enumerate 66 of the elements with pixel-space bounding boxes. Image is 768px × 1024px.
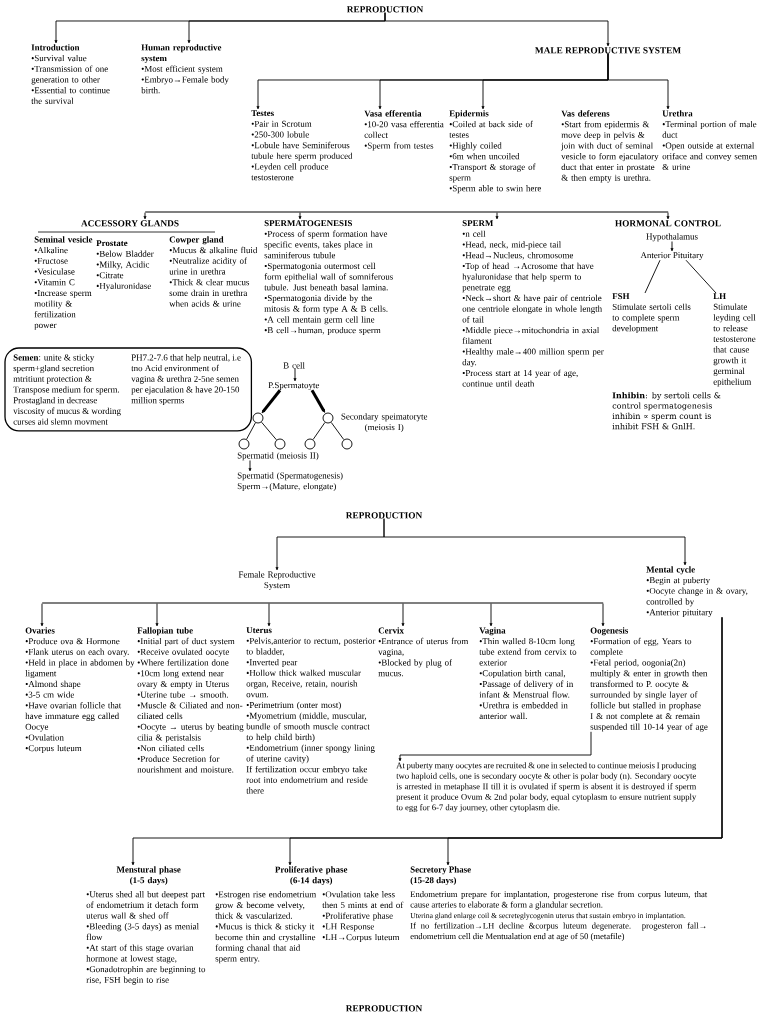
label-text: Spermatid (meiosis II): [237, 452, 319, 461]
arrow: [607, 53, 670, 110]
bulleted-text: Seminal vesicle •Alkaline •Fructose •Vesiculase •Vitamin C •Increase sperm motility & fertilization power: [34, 236, 93, 330]
arrow: [495, 212, 499, 220]
phase-text: Menstural phase (1-5 days) •Uterus shed all but deepest part of endometrium it detach form uterus wall & shed off •Bleeding (3-5 days) as menial flow •At start of this stage ovarian hormone at lowest stage, •Gonadotrophin are beginning to rise, FSH begin to rise: [86, 866, 206, 985]
heading: REPRODUCTION: [346, 6, 424, 13]
label-text: Spermatid (Spermatogenesis) Sperm→(Mature, elongate): [237, 472, 343, 491]
arrow: [383, 518, 687, 566]
rounded-box: Semen: unite & sticky sperm+gland secretion mtritiunt protection & Transpose medium for sperm. Prostagland in decrease viscosity of mucus & wording curses aid slemn movment PH7.2-7.6 that help neutral, i.e tno Acid environment of vagina & urethra 2-5ne semen per ejaculation & have 20-150 million sperms: [4, 347, 253, 432]
arrow: [298, 212, 302, 220]
bulleted-text: Human reproductive system •Most efficient system •Embryo→Female body birth.: [141, 44, 229, 94]
bulleted-text: Introduction •Survival value •Transmission of one generation to other •Essential to continue the survival: [31, 44, 110, 104]
bulleted-text: LH Stimulate leyding cell to release testosterone that cause growth it germinal epithelium: [713, 293, 756, 387]
label-text: B cell: [283, 362, 305, 369]
heading: REPRODUCTION: [345, 1005, 423, 1012]
arrow: [293, 368, 297, 382]
paragraph-text: At puberty many oocytes are recruited & one in selected to continue meiosis I producing two haploid cells, one is secondary oocyte & other is polar body (n). Secondary oocyte is arrested in metaphase II till it is ovulated if sperm is absent it is destroyed if sperm present it produce Ovum & 2nd polar body, equal cytoplasm to ensure nutrient supply to egg for 6-7 day journey, other cytoplasm die.: [396, 762, 697, 813]
connector-line: [246, 422, 256, 440]
connector-line: [685, 259, 717, 294]
arrow: [398, 731, 592, 762]
bulleted-text: Mental cycle •Begin at puberty •Oocyte change in & ovary, controlled by •Anterior pituitary: [646, 566, 748, 618]
heading: HORMONAL CONTROL: [615, 220, 721, 227]
arrow: [248, 460, 252, 472]
bulleted-text: Vas deferens •Start from epidermis & move deep in pelvis & join with duct of seminal vesicle to form ejaculatory duct that enter in prostate & then empty is urethra.: [560, 110, 659, 183]
bulleted-text: Uterus •Pelvis,anterior to rectum, posterior to bladder, •Inverted pear •Hollow thick walked muscular organ, Receive, retain, nourish ovum. •Perimetrium (onter most) •Myometrium (middle, muscular, bundle of smooth muscle contract to help child birth) •Endometrium (inner spongy lining of uterine cavity) If fertilization occur embryo take root into endometrium and reside there: [246, 627, 376, 794]
arrow: [310, 389, 326, 413]
arrow: [261, 389, 282, 414]
bulleted-text: SPERMATOGENESIS •Process of sperm formation have specific events, takes place in saminiferous tubule •Spermatogonia outermost cell form epithelial wall of somniferous tubule. Just beneath basal lamina. •Spermatogonia divide by the mitosis & form type A & B cells. •A cell mentain germ cell line •B cell→human, produce sperm: [264, 220, 393, 335]
arrow: [155, 603, 159, 627]
bulleted-text: Vagina •Thin walled 8-10cm long tube extend from cervix to exterior •Copulation birth canal, •Passage of delivery of in infant & Menstrual flow. •Urethra is embedded in anterior wall.: [479, 627, 577, 720]
arrow: [601, 603, 605, 627]
label-text: Female Reproductive System: [238, 571, 316, 590]
bulleted-text: Vasa efferentia •10-20 vasa efferentia collect •Sperm from testes: [364, 110, 444, 151]
arrow: [40, 603, 44, 627]
arrow: [489, 603, 493, 627]
heading: REPRODUCTION: [345, 512, 423, 519]
arrow: [143, 212, 147, 220]
bulleted-text: Epidermis •Coiled at back side of testes •Highly coiled •6m when uncoiled •Transport & storage of sperm •Sperm able to swin here: [449, 110, 541, 194]
connector-line: [330, 421, 345, 441]
bulleted-text: Cowper gland •Mucus & alkaline fluid •Neutralize acidity of urine in urethra •Thick & clear mucus some drain in urethra when acids & urine: [169, 236, 258, 307]
arrow: [446, 616, 723, 866]
bulleted-text: Fallopian tube •Initial part of duct system •Receive ovulated oocyte •Where fertilization done •10cm long extend near ovary & empty in Uterus •Uterine tube → smooth. •Muscle & Ciliated and non-ciliated cells •Oocyte → uterus by beating cilia & peristalsis •Non ciliated cells •Produce Secretion for nourishment and moisture.: [137, 627, 244, 773]
label-text: Hypothalamus: [646, 233, 698, 242]
circle-caption: Secondary speimatoryte (meiosis I): [341, 413, 428, 432]
bulleted-text: SPERM •n cell •Head, neck, mid-piece tail •Head→Nucleus, chromosome •Top of head →Acrosome that have hyaluronidase that help sperm to penetrate egg •Neck→short & have pair of centriole one centriole elongate in whole length of tail •Middle piece→mitochondria in axial filament •Healthy male→400 million sperm per day. •Process start at 14 year of age, continue until death: [462, 220, 604, 387]
bulleted-text: Testes •Pair in Scrotum •250-300 lobule •Lobule have Seminiferous tubule here sperm produced •Leyden cell produce testosterone: [251, 110, 353, 181]
arrow: [401, 603, 405, 627]
bulleted-text: Prostate •Below Bladder •Milky, Acidic •Citrate •Hyaluronidase: [96, 240, 154, 291]
label-text: P.Spermatoyte: [268, 382, 320, 390]
bulleted-text: Ovaries •Produce ova & Hormone •Flank uterus on each ovary. •Held in place in abdomen by ligament •Almond shape •3-5 cm wide •Have ovarian follicle that have immature egg called Oocye •Ovulation •Corpus luteum: [25, 627, 135, 753]
bulleted-text: Cervix •Entrance of uterus from vagina, •Blocked by plug of mucus.: [378, 627, 469, 677]
bulleted-text: FSH Stimulate sertoli cells to complete sperm development: [612, 293, 691, 334]
arrow: [267, 603, 271, 627]
heading: MALE REPRODUCTIVE SYSTEM: [535, 47, 681, 54]
connector-line: [644, 259, 661, 294]
connector-line: [261, 421, 277, 441]
bulleted-text: Oogenesis •Formation of egg, Years to complete •Fetal period, oogonia(2n) multiply & enter in growth then transformed to P. oocyte & surrounded by single layer of follicle but stalled in prophase I & not complete at & remain suspended till 10-14 year of age: [590, 627, 708, 732]
note-text: Inhibin: by sertoli cells & control spermatogenesis inhibin ∝ sperm count is inhibit FSH & GnlH.: [612, 392, 721, 430]
arrow: [670, 241, 674, 252]
connector-line: [312, 422, 326, 440]
bulleted-text: Urethra •Terminal portion of male duct •Open outside at external oriface and convey semen & urine: [662, 110, 757, 170]
label-text: Anterior Pituitary: [640, 252, 704, 260]
arrow: [384, 12, 610, 47]
heading: ACCESSORY GLANDS: [81, 220, 179, 227]
arrow: [666, 212, 670, 220]
phase-text: Proliferative phase (6-14 days) •Estrogen rise endometrium grow & become velvety, thick & vascularized. •Mucus is thick & sticky it become thin and crystalline forming chanal that aid sperm entry. •Ovulation take less then 5 mints at end of •Proliferative phase •LH Response •LH→Corpus luteum: [215, 866, 404, 964]
